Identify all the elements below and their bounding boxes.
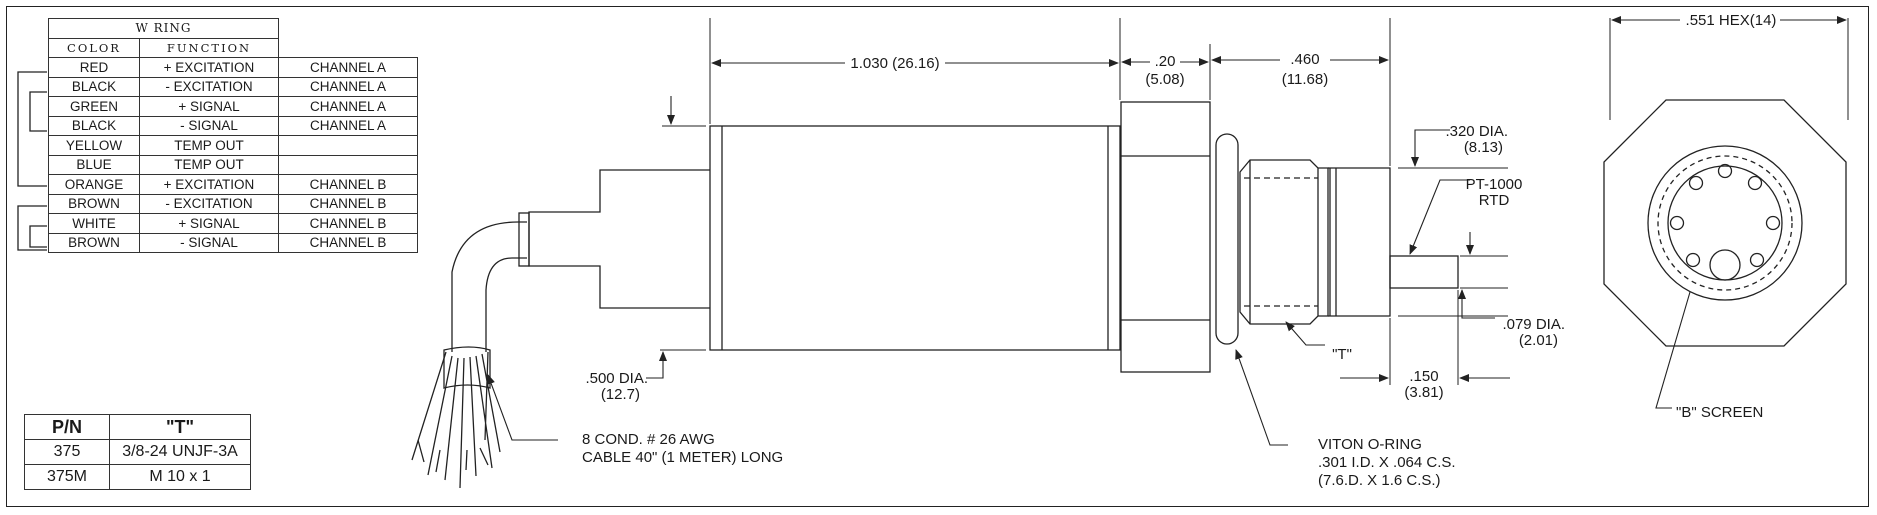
pn-cell: 375M bbox=[24, 464, 110, 490]
dim-port-dia-mm: (8.13) bbox=[1464, 139, 1503, 156]
dim-hex-width-mm: (5.08) bbox=[1145, 71, 1184, 88]
o-ring bbox=[1215, 133, 1239, 345]
wiring-function-cell: - EXCITATION bbox=[139, 193, 279, 214]
wiring-function-cell: - SIGNAL bbox=[139, 232, 279, 253]
thread-header: "T" bbox=[109, 414, 251, 440]
cable-note-line2: CABLE 40" (1 METER) LONG bbox=[582, 449, 783, 466]
wiring-pair-brackets bbox=[17, 71, 47, 251]
wiring-function-cell: - SIGNAL bbox=[139, 115, 279, 136]
rtd-probe bbox=[1389, 255, 1459, 289]
drawing-frame bbox=[6, 6, 1869, 507]
cable bbox=[411, 212, 530, 489]
cable-note-line1: 8 COND. # 26 AWG bbox=[582, 431, 715, 448]
dim-body-length: 1.030 (26.16) bbox=[850, 55, 939, 72]
part-number-table: P/N "T" 375 3/8-24 UNJF-3A 375M M 10 x 1 bbox=[24, 414, 251, 490]
wiring-color-cell: GREEN bbox=[48, 96, 140, 117]
leader-lines bbox=[487, 179, 1691, 446]
dim-thread-length-mm: (11.68) bbox=[1282, 71, 1328, 88]
dimension-labels: 1.030 (26.16) .20 (5.08) .460 (11.68) .3… bbox=[585, 12, 1776, 421]
thread-callout: "T" bbox=[1332, 346, 1352, 363]
screen-callout: "B" SCREEN bbox=[1676, 404, 1763, 421]
notes: 8 COND. # 26 AWG CABLE 40" (1 METER) LON… bbox=[582, 431, 1456, 489]
wiring-function-cell: - EXCITATION bbox=[139, 76, 279, 97]
dim-probe-dia-in: .079 DIA. bbox=[1502, 316, 1565, 333]
threaded-port bbox=[1239, 159, 1391, 325]
connector-shell bbox=[528, 169, 710, 309]
rtd-label-line2: RTD bbox=[1479, 192, 1510, 209]
end-view bbox=[1603, 99, 1847, 347]
pn-cell: 375 bbox=[24, 439, 110, 465]
dim-body-dia-mm: (12.7) bbox=[601, 386, 640, 403]
wiring-channel-cell: CHANNEL A bbox=[278, 115, 418, 136]
rtd-label-line1: PT-1000 bbox=[1466, 176, 1523, 193]
wiring-channel-cell: CHANNEL B bbox=[278, 232, 418, 253]
wiring-function-cell: TEMP OUT bbox=[139, 154, 279, 175]
dim-probe-len-in: .150 bbox=[1409, 368, 1438, 385]
wiring-channel-cell: CHANNEL A bbox=[278, 57, 418, 78]
wiring-function-cell: + EXCITATION bbox=[139, 57, 279, 78]
dim-probe-len-mm: (3.81) bbox=[1404, 384, 1443, 401]
wiring-header-color: COLOR bbox=[48, 37, 140, 58]
dimension-arrows bbox=[646, 16, 1847, 382]
wiring-function-cell: + SIGNAL bbox=[139, 96, 279, 117]
wiring-header-function: FUNCTION bbox=[139, 37, 279, 58]
dim-body-dia-in: .500 DIA. bbox=[585, 370, 648, 387]
dim-hex-width-in: .20 bbox=[1155, 53, 1176, 70]
dim-probe-dia-mm: (2.01) bbox=[1519, 332, 1558, 349]
wiring-color-cell: BLACK bbox=[48, 115, 140, 136]
dim-port-dia-in: .320 DIA. bbox=[1445, 123, 1508, 140]
oring-note-line1: VITON O-RING bbox=[1318, 436, 1422, 453]
oring-note-line2: .301 I.D. X .064 C.S. bbox=[1318, 454, 1456, 471]
oring-note-line3: (7.6.D. X 1.6 C.S.) bbox=[1318, 472, 1441, 489]
hex-flange bbox=[1120, 101, 1211, 373]
wiring-color-cell: ORANGE bbox=[48, 174, 140, 195]
sensor-body bbox=[709, 125, 1121, 351]
dim-thread-length-in: .460 bbox=[1290, 51, 1319, 68]
extension-lines bbox=[660, 18, 1849, 385]
thread-cell: M 10 x 1 bbox=[109, 464, 251, 490]
dim-hex-size: .551 HEX(14) bbox=[1686, 12, 1777, 29]
wiring-channel-cell: CHANNEL B bbox=[278, 213, 418, 234]
